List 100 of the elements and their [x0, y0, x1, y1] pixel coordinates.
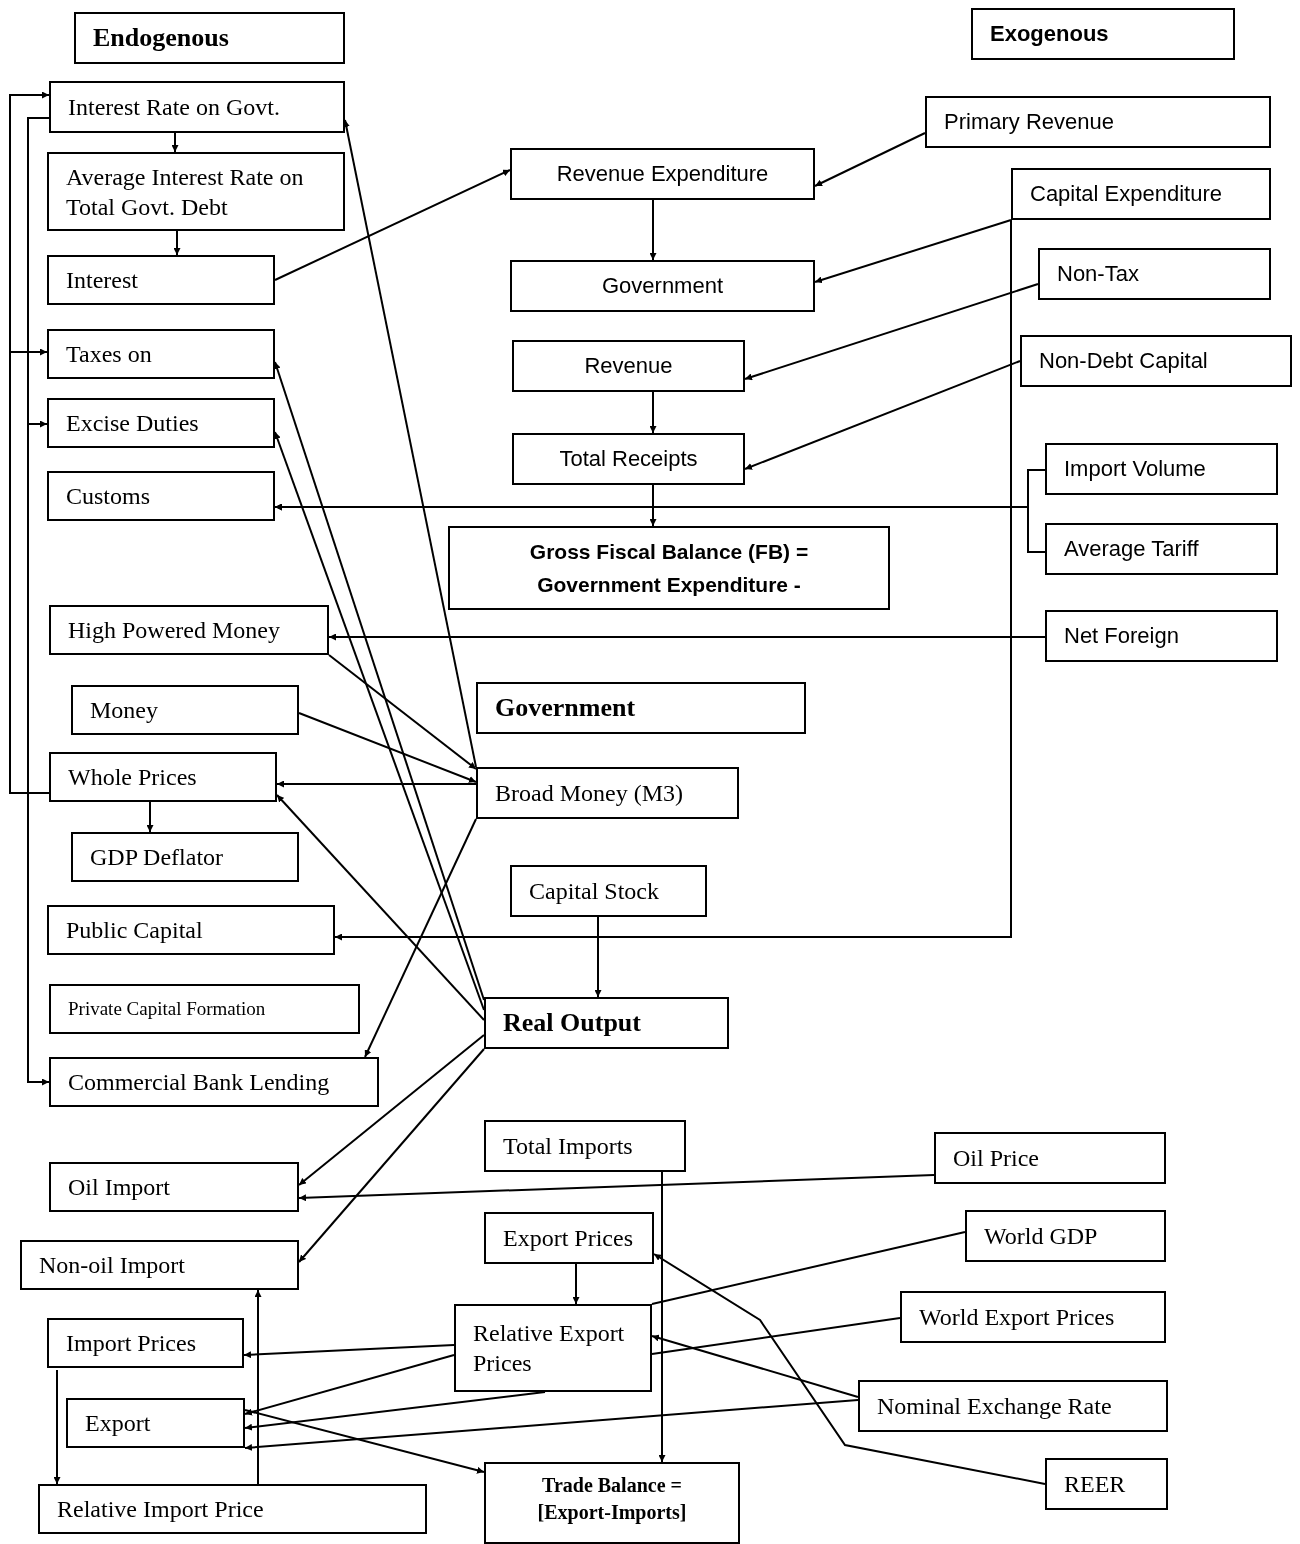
variable-box — [448, 526, 890, 610]
variable-box — [49, 984, 360, 1034]
variable-box — [1045, 610, 1278, 662]
variable-box — [49, 1057, 379, 1107]
variable-box — [484, 997, 729, 1049]
box-label: Capital Stock — [529, 877, 659, 906]
arrow — [244, 1354, 455, 1416]
box-label: Public Capital — [66, 916, 203, 945]
box-label: Total Receipts — [559, 445, 698, 473]
box-label: REER — [1064, 1470, 1126, 1499]
variable-box — [512, 340, 745, 392]
variable-box — [47, 152, 345, 231]
variable-box — [47, 329, 275, 379]
arrow — [244, 1409, 485, 1474]
variable-box — [47, 905, 335, 955]
variable-box — [934, 1132, 1166, 1184]
box-label: Interest — [66, 266, 138, 295]
arrow — [649, 391, 657, 434]
box-label: Capital Expenditure — [1030, 180, 1222, 208]
box-label: Average Tariff — [1064, 535, 1199, 563]
variable-box — [49, 605, 329, 655]
box-label: High Powered Money — [68, 616, 280, 645]
arrow — [254, 1289, 262, 1485]
box-label: Relative Export Prices — [473, 1319, 626, 1378]
box-label: Oil Price — [953, 1144, 1039, 1173]
variable-box — [47, 255, 275, 305]
box-label: Import Volume — [1064, 455, 1206, 483]
variable-box — [510, 148, 815, 200]
box-label: Taxes on — [66, 340, 152, 369]
arrow — [53, 1369, 61, 1485]
arrow — [173, 230, 181, 256]
arrow — [334, 219, 1012, 941]
box-label: Gross Fiscal Balance (FB) = Government Expenditure - — [528, 539, 810, 598]
box-label: Government — [601, 272, 724, 300]
variable-box — [971, 8, 1235, 60]
variable-box — [858, 1380, 1168, 1432]
arrow — [572, 1263, 580, 1305]
arrow — [298, 1048, 485, 1263]
variable-box — [49, 752, 277, 802]
variable-box — [20, 1240, 299, 1290]
variable-box — [71, 832, 299, 882]
variable-box — [476, 682, 806, 734]
variable-box — [1045, 443, 1278, 495]
box-label: Endogenous — [93, 23, 229, 53]
box-label: Non-Tax — [1057, 260, 1139, 288]
box-label: Exogenous — [990, 20, 1109, 48]
variable-box — [484, 1212, 654, 1264]
arrow — [298, 1034, 485, 1186]
box-label: Non-Debt Capital — [1039, 347, 1208, 375]
variable-box — [71, 685, 299, 735]
box-label: Oil Import — [68, 1173, 170, 1202]
variable-box — [454, 1304, 652, 1392]
variable-box — [74, 12, 345, 64]
box-label: Government — [495, 693, 636, 723]
box-label: Real Output — [503, 1008, 641, 1038]
arrow — [274, 503, 1046, 553]
box-label: Nominal Exchange Rate — [877, 1392, 1112, 1421]
variable-box — [66, 1398, 245, 1448]
box-label: Export — [85, 1409, 151, 1438]
arrow — [649, 484, 657, 527]
box-label: Average Interest Rate on Total Govt. Debt — [66, 162, 305, 222]
box-label: Import Prices — [66, 1329, 196, 1358]
box-label: Revenue — [584, 352, 673, 380]
arrow — [744, 283, 1039, 381]
variable-box — [47, 398, 275, 448]
arrow — [328, 654, 477, 770]
variable-box — [1020, 335, 1292, 387]
arrow — [171, 132, 179, 153]
arrow — [244, 1399, 859, 1451]
box-label: Net Foreign — [1064, 622, 1179, 650]
variable-box — [49, 1162, 299, 1212]
arrow — [298, 1174, 935, 1202]
arrow — [244, 1391, 546, 1431]
box-label: Money — [90, 696, 158, 725]
box-label: Customs — [66, 482, 151, 511]
box-label: Whole Prices — [68, 763, 197, 792]
variable-box — [965, 1210, 1166, 1262]
arrow — [276, 794, 485, 1021]
variable-box — [47, 1318, 244, 1368]
box-label: Trade Balance = [Export-Imports] — [536, 1473, 688, 1526]
box-label: World GDP — [984, 1222, 1098, 1251]
arrow — [658, 1171, 666, 1463]
box-label: Interest Rate on Govt. — [68, 93, 280, 122]
box-label: Excise Duties — [66, 409, 199, 438]
variable-box — [1045, 523, 1278, 575]
variable-box — [900, 1291, 1166, 1343]
connector-line — [651, 1231, 966, 1305]
connector-line — [651, 1317, 901, 1355]
variable-box — [510, 865, 707, 917]
arrow — [298, 712, 477, 783]
box-label: Total Imports — [503, 1132, 633, 1161]
box-label: World Export Prices — [919, 1303, 1115, 1332]
arrow — [274, 169, 511, 281]
box-label: Broad Money (M3) — [495, 779, 683, 808]
box-label: Relative Import Price — [57, 1495, 264, 1524]
arrow — [27, 117, 50, 1086]
variable-box — [38, 1484, 427, 1534]
variable-box — [1038, 248, 1271, 300]
arrow — [594, 916, 602, 998]
variable-box — [512, 433, 745, 485]
